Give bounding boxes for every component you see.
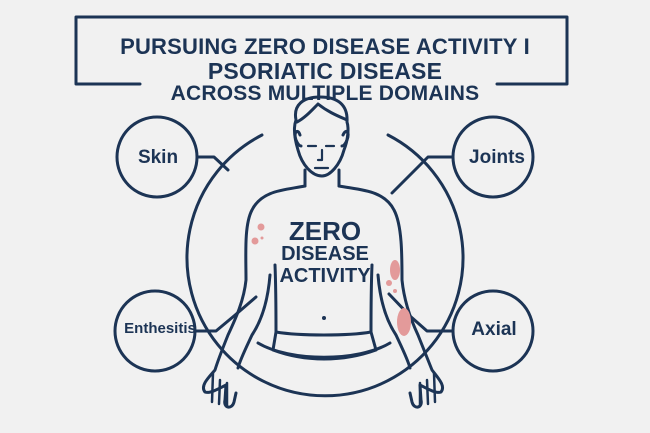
navel xyxy=(322,316,326,320)
center-text-zero: ZERO xyxy=(288,216,362,246)
joints-connector xyxy=(390,155,455,195)
title-line-3: ACROSS MULTIPLE DOMAINS xyxy=(170,82,480,105)
psoriasis-lesions xyxy=(251,223,411,336)
center-text-activity: ACTIVITY xyxy=(279,265,371,287)
domain-label-enthesitis: Enthesitis xyxy=(124,320,196,337)
domain-label-axial: Axial xyxy=(471,319,517,340)
domain-label-skin: Skin xyxy=(137,147,179,168)
domain-label-joints: Joints xyxy=(469,147,525,168)
waistband xyxy=(274,330,373,337)
title-line-1: PURSUING ZERO DISEASE ACTIVITY I xyxy=(120,34,530,59)
title-line-2: PSORIATIC DISEASE xyxy=(207,58,443,84)
head xyxy=(293,95,350,178)
enthesitis-connector xyxy=(193,295,258,333)
central-circle xyxy=(185,133,465,398)
axial-connector xyxy=(387,292,455,333)
title-frame xyxy=(74,15,569,86)
center-text-disease: DISEASE xyxy=(281,243,369,265)
skin-connector xyxy=(195,155,230,172)
